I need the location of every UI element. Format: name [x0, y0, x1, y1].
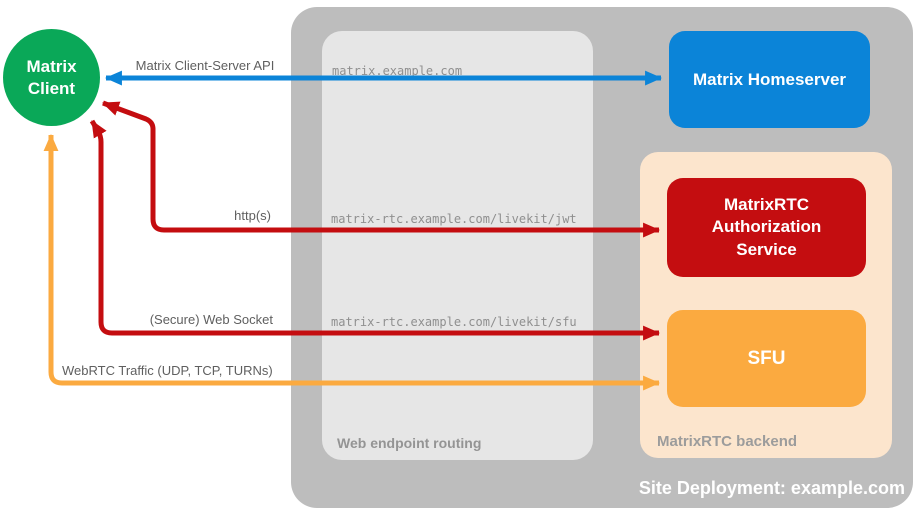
matrixrtc-auth-service-node: MatrixRTC Authorization Service	[667, 178, 866, 277]
site-deployment-caption: Site Deployment: example.com	[638, 478, 905, 498]
endpoint-url-matrix: matrix.example.com	[332, 64, 463, 78]
arrow-label-https: http(s)	[234, 208, 271, 223]
matrix-homeserver-label: Matrix Homeserver	[692, 69, 847, 89]
backend-box-caption: MatrixRTC backend	[657, 433, 798, 450]
sfu-label: SFU	[747, 347, 786, 369]
arrow-label-webrtc: WebRTC Traffic (UDP, TCP, TURNs)	[62, 363, 273, 378]
sfu-node: SFU	[667, 310, 866, 407]
web-endpoint-routing-box: matrix.example.com matrix-rtc.example.co…	[322, 31, 593, 460]
arrow-label-client-server-api: Matrix Client-Server API	[135, 58, 275, 73]
matrix-client-label: Matrix Client	[26, 57, 77, 98]
endpoint-url-livekit-sfu: matrix-rtc.example.com/livekit/sfu	[331, 315, 577, 329]
arrow-label-websocket: (Secure) Web Socket	[149, 312, 273, 327]
routing-box-caption: Web endpoint routing	[337, 435, 482, 451]
endpoint-url-livekit-jwt: matrix-rtc.example.com/livekit/jwt	[331, 212, 577, 226]
matrix-homeserver-node: Matrix Homeserver	[669, 31, 870, 128]
matrix-client-node: Matrix Client	[3, 29, 100, 126]
matrixrtc-auth-service-label: MatrixRTC Authorization Service	[711, 194, 822, 259]
